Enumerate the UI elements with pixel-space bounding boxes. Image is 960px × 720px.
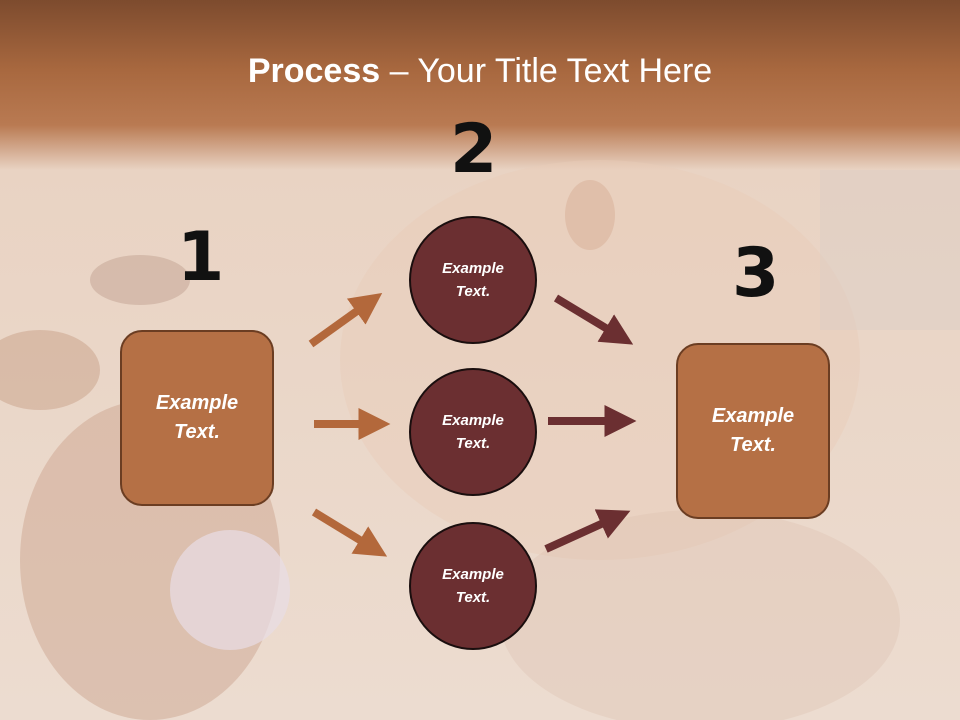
circle-bottom: Example Text. <box>409 522 537 650</box>
arrow-box1-to-circle-top <box>308 292 383 348</box>
arrow-circle-top-to-box3 <box>553 294 634 345</box>
arrow-box1-to-circle-bottom <box>311 508 388 557</box>
circle-middle-text: Example Text. <box>442 412 504 452</box>
step-number-1: 1 <box>177 218 225 297</box>
circle-bottom-text: Example Text. <box>442 566 504 606</box>
step-number-3: 3 <box>732 234 780 313</box>
arrow-circle-bottom-to-box3 <box>544 509 631 553</box>
circle-top: Example Text. <box>409 216 537 344</box>
step-box-3-text: Example Text. <box>711 405 795 456</box>
title-bold: Process <box>247 52 381 90</box>
step-box-1-text: Example Text. <box>155 392 239 443</box>
step-number-2: 2 <box>450 110 498 189</box>
step-box-1: Example Text. <box>120 330 274 506</box>
step-box-3: Example Text. <box>676 343 830 519</box>
title-dash: – <box>380 52 418 90</box>
title-rest: Your Title Text Here <box>417 52 713 90</box>
slide-title: Process – Your Title Text Here <box>0 52 960 91</box>
circle-top-text: Example Text. <box>442 260 504 300</box>
circle-middle: Example Text. <box>409 368 537 496</box>
